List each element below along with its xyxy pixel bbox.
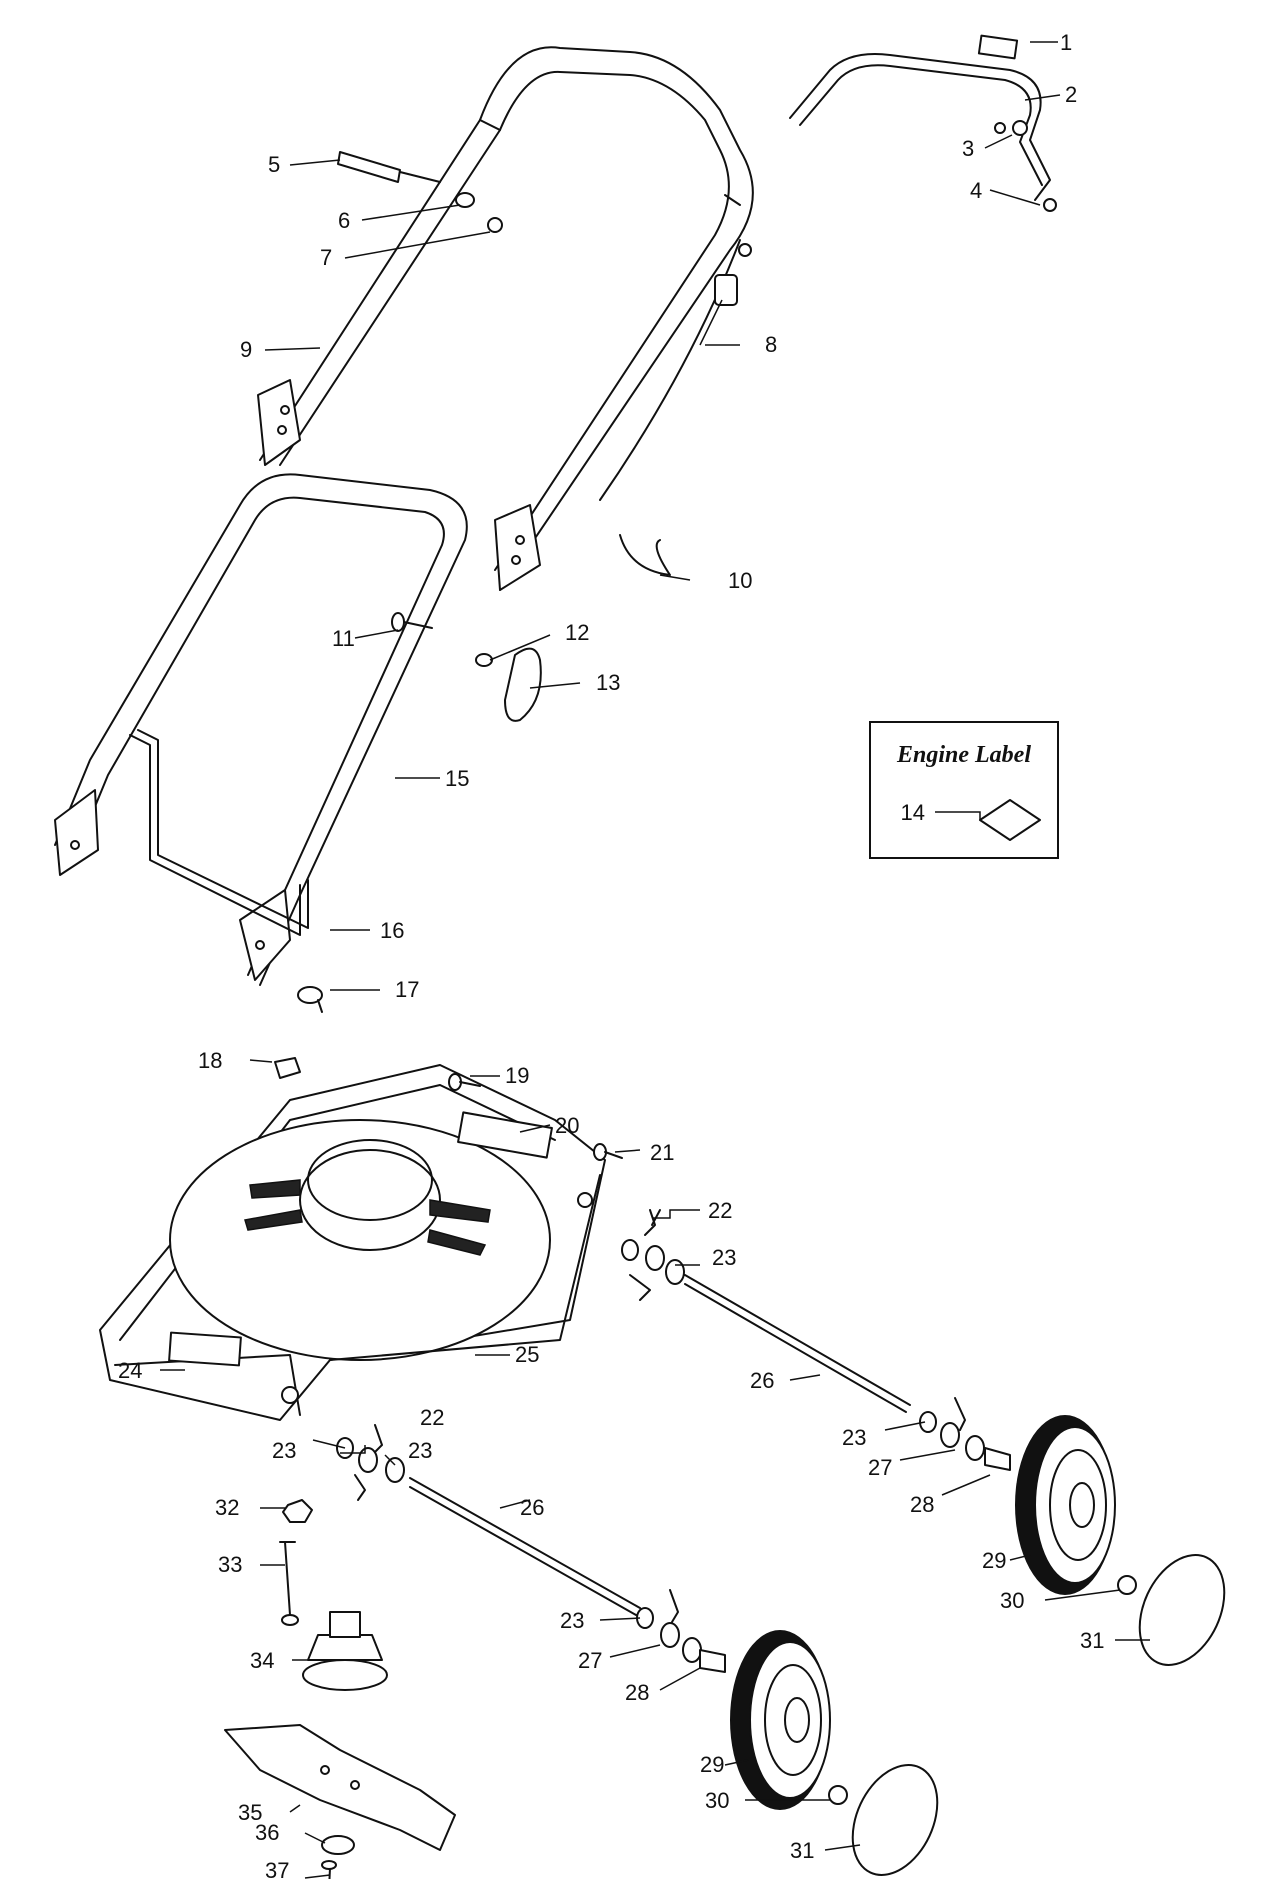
- blade-washer: [321, 1835, 355, 1855]
- blade-nut: [282, 1499, 313, 1523]
- callout-24: 24: [118, 1358, 142, 1383]
- callout-23-e: 23: [560, 1608, 584, 1633]
- rear-axle-parts: [621, 1209, 1011, 1471]
- callout-5: 5: [268, 152, 280, 177]
- handle-bolt: [337, 151, 503, 233]
- callout-26-lower: 26: [520, 1495, 544, 1520]
- wheel-lower: [730, 1630, 939, 1876]
- front-axle-parts: [336, 1424, 726, 1673]
- control-bar: [789, 34, 1057, 212]
- engine-label-box: Engine Label 14: [869, 721, 1059, 859]
- handle-knob: [504, 647, 542, 722]
- deck-bolt-19: [448, 1073, 481, 1091]
- upper-handle: [257, 46, 754, 591]
- handle-knob-bolt: [391, 612, 433, 632]
- callout-28-lower: 28: [625, 1680, 649, 1705]
- callout-20: 20: [555, 1113, 579, 1138]
- callout-28-upper: 28: [910, 1492, 934, 1517]
- callout-30-lower: 30: [705, 1788, 729, 1813]
- callout-13: 13: [596, 670, 620, 695]
- callout-7: 7: [320, 245, 332, 270]
- callout-9: 9: [240, 337, 252, 362]
- callout-1: 1: [1060, 30, 1072, 55]
- blade-adapter: [302, 1611, 388, 1691]
- callout-19: 19: [505, 1063, 529, 1088]
- lower-handle: [54, 473, 468, 986]
- callout-32: 32: [215, 1495, 239, 1520]
- callout-12: 12: [565, 620, 589, 645]
- callout-29-lower: 29: [700, 1752, 724, 1777]
- callout-22-lower: 22: [420, 1405, 444, 1430]
- engine-label-title: Engine Label: [896, 742, 1031, 768]
- callout-31-lower: 31: [790, 1838, 814, 1863]
- callout-23-d: 23: [408, 1438, 432, 1463]
- callout-26-upper: 26: [750, 1368, 774, 1393]
- callout-35: 35: [238, 1800, 262, 1825]
- cable-tie: [619, 534, 671, 576]
- callout-25: 25: [515, 1342, 539, 1367]
- mower-blade: [224, 1724, 456, 1851]
- callout-27-upper: 27: [868, 1455, 892, 1480]
- callout-23-b: 23: [842, 1425, 866, 1450]
- callout-31-upper: 31: [1080, 1628, 1104, 1653]
- callout-6: 6: [338, 208, 350, 233]
- callout-14: 14: [901, 800, 925, 825]
- callout-34: 34: [250, 1648, 274, 1673]
- blade-bolt-33: [279, 1541, 299, 1626]
- callout-16: 16: [380, 918, 404, 943]
- callout-27-lower: 27: [578, 1648, 602, 1673]
- grass-catcher-frame: [129, 734, 301, 936]
- callout-22-upper: 22: [708, 1198, 732, 1223]
- mower-deck: [99, 1064, 606, 1421]
- callout-3: 3: [962, 136, 974, 161]
- callout-30-upper: 30: [1000, 1588, 1024, 1613]
- callout-15: 15: [445, 766, 469, 791]
- callout-2: 2: [1065, 82, 1077, 107]
- callout-21: 21: [650, 1140, 674, 1165]
- deck-bolt-21: [593, 1143, 623, 1161]
- callout-36: 36: [255, 1820, 279, 1845]
- callout-33: 33: [218, 1552, 242, 1577]
- deck-plug: [274, 1057, 301, 1079]
- callout-8: 8: [765, 332, 777, 357]
- callout-23-c: 23: [272, 1438, 296, 1463]
- callout-4: 4: [970, 178, 982, 203]
- washer: [475, 653, 493, 667]
- callout-23-a: 23: [712, 1245, 736, 1270]
- leader-lines: [160, 41, 1150, 1879]
- control-cable: [599, 239, 752, 501]
- wheel-upper: [1015, 1415, 1226, 1666]
- callout-18: 18: [198, 1048, 222, 1073]
- callout-37: 37: [265, 1858, 289, 1879]
- callout-labels: 1 2 3 4 5 6 7 8 9 10 11 12 13 15 16 17 1…: [118, 30, 1104, 1879]
- callout-10: 10: [728, 568, 752, 593]
- shoulder-bolt: [297, 986, 323, 1013]
- callout-17: 17: [395, 977, 419, 1002]
- callout-29-upper: 29: [982, 1548, 1006, 1573]
- callout-11: 11: [332, 626, 355, 651]
